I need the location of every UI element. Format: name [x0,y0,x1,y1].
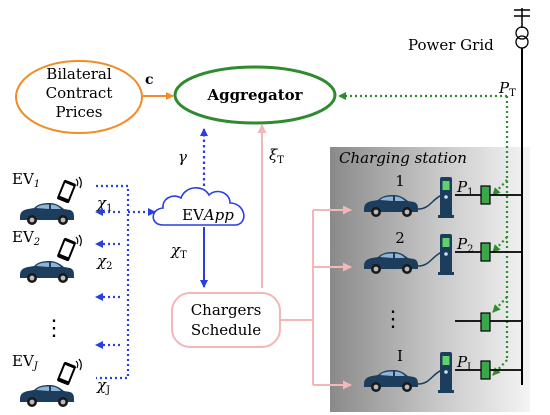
transformer-icon [515,26,529,49]
station-rows: 1 P1 2 P2I PI [364,172,522,393]
car-icon [20,203,74,225]
charger-icon [438,234,454,275]
contract-prices-line3: Prices [55,103,102,121]
ev-chi-label: χ2 [96,252,112,272]
chargers-schedule-line2: Schedule [191,321,261,339]
charger-icon [438,352,454,393]
power-meter [480,242,491,262]
charging-station-title: Charging station [339,149,467,167]
aggregator-label: Aggregator [206,86,303,104]
ev-row-2: EV2 χ2 [12,228,112,283]
smartphone-icon [55,176,82,205]
ev-app-cloud: EVApp [152,187,245,226]
chargers-schedule-node: Chargers Schedule [171,292,281,348]
contract-prices-line2: Contract [46,84,113,102]
charging-cable [417,251,443,267]
charger-icon [438,177,454,218]
chi-t-label: χT [170,241,187,261]
pt-label: PT [498,79,516,99]
charging-station-panel [330,147,530,412]
power-label: P1 [456,178,473,198]
power-meter [480,360,491,380]
contract-prices-node: Bilateral Contract Prices [15,60,143,134]
ev-chi-label: χJ [96,376,110,396]
station-ellipsis: ⋮ [382,307,404,332]
ev-label: EVJ [12,352,39,372]
pt-feedback [338,92,509,376]
charger-row-1: 1 P1 [364,172,522,218]
charger-row-3: I PI [364,347,522,393]
ev-label: EV2 [12,228,40,248]
ev-app-links [95,184,156,380]
gamma-label: γ [178,148,187,166]
ev-row-3: EVJ χJ [12,352,110,407]
car-icon [20,261,74,283]
c-label: c [145,72,154,88]
ev-app-label: EVApp [182,206,234,224]
smartphone-icon [55,358,82,387]
cloud-icon [152,187,245,226]
car-icon [20,385,74,407]
charger-number: 1 [395,172,405,190]
charging-cable [417,369,443,385]
ev-label: EV1 [12,170,40,190]
chargers-schedule-line1: Chargers [191,301,262,319]
power-label: P2 [456,235,473,255]
meter-ellipsis [480,312,491,332]
aggregator-node: Aggregator [173,65,337,125]
power-meter [480,185,491,205]
contract-prices-line1: Bilateral [46,65,112,83]
xi-t-label: ξT [269,146,284,166]
charger-number: 2 [395,229,405,247]
ev-chi-label: χ1 [96,194,112,214]
smartphone-icon [55,234,82,263]
charger-row-2: 2 P2 [364,229,522,275]
ev-row-1: EV1 χ1 [12,170,112,225]
power-grid: Power Grid [408,8,530,385]
ev-ellipsis: ⋮ [43,316,65,341]
charging-cable [417,194,443,210]
schedule-to-station-arrows [281,205,352,390]
charger-number: I [397,347,403,365]
power-grid-label: Power Grid [408,36,494,54]
power-label: PI [456,353,471,373]
